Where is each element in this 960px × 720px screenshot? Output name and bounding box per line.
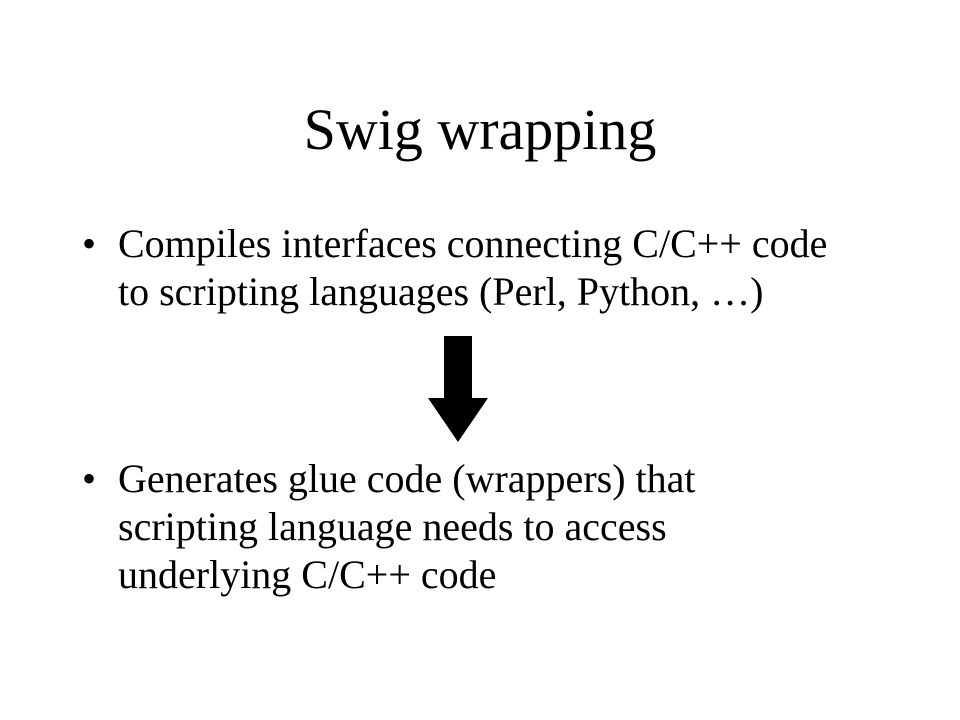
bullet-marker: • [82, 456, 97, 501]
bullet-text: Compiles interfaces connecting C/C++ cod… [118, 221, 828, 314]
bullet-marker: • [82, 221, 97, 266]
slide-title: Swig wrapping [303, 97, 657, 162]
down-arrow-icon [428, 336, 488, 442]
bullet-text: Generates glue code (wrappers) that scri… [118, 456, 696, 597]
